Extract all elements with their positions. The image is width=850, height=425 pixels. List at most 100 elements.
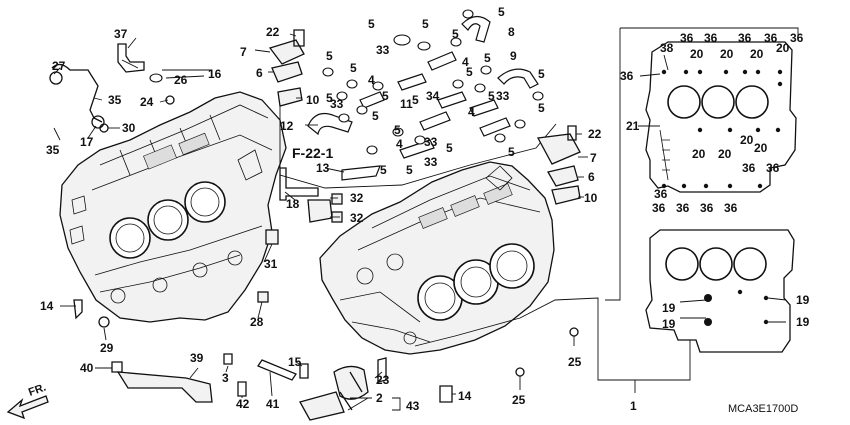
callout-6: 6 [588,170,595,184]
crankcase-top-gasket [645,41,797,193]
callout-20: 20 [720,47,734,61]
callout-5: 5 [498,5,505,19]
front-direction-arrow: FR. [6,381,49,420]
callout-20: 20 [692,147,706,161]
callout-20: 20 [754,141,768,155]
callout-36: 36 [764,31,778,45]
callout-5: 5 [466,65,473,79]
callout-2: 2 [376,391,383,405]
gasket-bolt-holes [661,69,783,189]
callout-32: 32 [350,191,364,205]
lower-crankcase [319,161,555,355]
callout-27: 27 [52,59,66,73]
callout-5: 5 [422,17,429,31]
callout-5: 5 [350,61,357,75]
callout-36: 36 [654,187,668,201]
callout-5: 5 [406,163,413,177]
callout-4: 4 [396,137,403,151]
callout-5: 5 [380,163,387,177]
callout-19: 19 [662,301,676,315]
callout-20: 20 [750,47,764,61]
callout-36: 36 [700,201,714,215]
callout-5: 5 [394,123,401,137]
callout-18: 18 [286,197,300,211]
callout-23: 23 [376,373,390,387]
callout-14: 14 [40,299,54,313]
callout-38: 38 [660,41,674,55]
callout-35: 35 [46,143,60,157]
callout-9: 9 [510,49,517,63]
callout-20: 20 [690,47,704,61]
callout-5: 5 [382,89,389,103]
callout-numbers: 1 2 3 5 5 5 5 5 5 5 5 5 5 5 5 5 5 5 5 5 … [40,5,810,413]
callout-36: 36 [676,201,690,215]
callout-19: 19 [796,315,810,329]
callout-36: 36 [738,31,752,45]
callout-36: 36 [724,201,738,215]
callout-41: 41 [266,397,280,411]
callout-5: 5 [484,51,491,65]
callout-33: 33 [424,135,438,149]
callout-25: 25 [568,355,582,369]
figure-code: MCA3E1700D [728,403,798,415]
callout-28: 28 [250,315,264,329]
callout-36: 36 [742,161,756,175]
callout-5: 5 [446,141,453,155]
leader-lines [53,33,787,411]
callout-37: 37 [114,27,128,41]
callout-22: 22 [266,25,280,39]
callout-5: 5 [326,49,333,63]
callout-32: 32 [350,211,364,225]
crankcase-bottom-gasket [645,229,795,353]
callout-5: 5 [452,27,459,41]
callout-24: 24 [140,95,154,109]
callout-36: 36 [652,201,666,215]
callout-10: 10 [306,93,320,107]
callout-1: 1 [630,399,637,413]
callout-11: 11 [400,97,413,111]
callout-5: 5 [488,89,495,103]
callout-36: 36 [766,161,780,175]
callout-42: 42 [236,397,250,411]
callout-5: 5 [372,109,379,123]
callout-8: 8 [508,25,515,39]
callout-40: 40 [80,361,94,375]
callout-36: 36 [680,31,694,45]
callout-33: 33 [424,155,438,169]
callout-33: 33 [376,43,390,57]
callout-5: 5 [412,93,419,107]
callout-16: 16 [208,67,222,81]
callout-10: 10 [584,191,598,205]
callout-39: 39 [190,351,204,365]
reference-label[interactable]: F-22-1 [292,145,333,161]
callout-33: 33 [330,97,344,111]
breather-hoses [307,9,544,181]
callout-36: 36 [620,69,634,83]
callout-14: 14 [458,389,472,403]
callout-25: 25 [512,393,526,407]
callout-5: 5 [538,67,545,81]
callout-20: 20 [740,133,754,147]
callout-20: 20 [776,41,790,55]
front-direction-label: FR. [27,381,48,398]
callout-31: 31 [264,257,278,271]
callout-29: 29 [100,341,114,355]
callout-5: 5 [368,17,375,31]
small-parts [49,29,581,421]
callout-7: 7 [240,45,247,59]
callout-17: 17 [80,135,94,149]
callout-19: 19 [662,317,676,331]
callout-22: 22 [588,127,602,141]
callout-13: 13 [316,161,330,175]
callout-5: 5 [326,91,333,105]
callout-20: 20 [718,147,732,161]
callout-33: 33 [496,89,510,103]
callout-30: 30 [122,121,136,135]
callout-35: 35 [108,93,122,107]
callout-7: 7 [590,151,597,165]
callout-5: 5 [538,101,545,115]
upper-crankcase [59,91,287,323]
callout-36: 36 [704,31,718,45]
